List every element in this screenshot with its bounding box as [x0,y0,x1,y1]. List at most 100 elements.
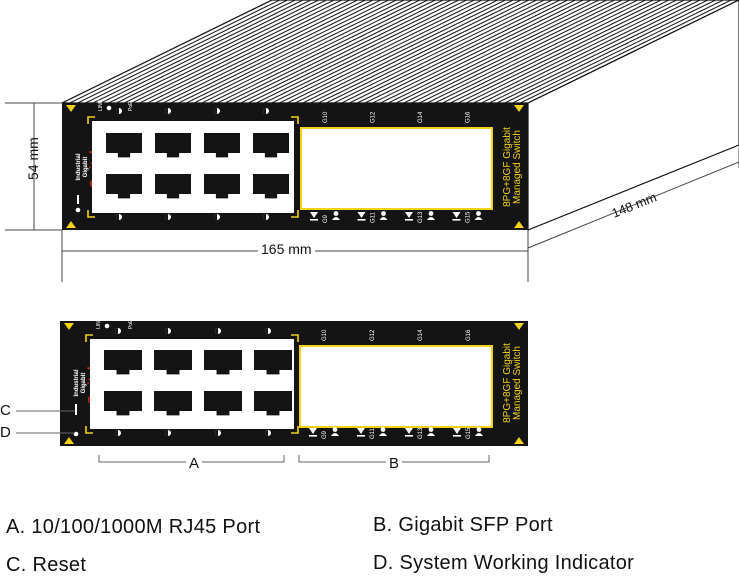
sfp-port-label: G15 [466,211,472,223]
sfp-port-block [300,127,493,210]
sfp-port-label: G12 [371,111,377,123]
sfp-port-label: G13 [418,211,424,223]
rj45-port[interactable] [104,391,142,416]
svg-text:PoE: PoE [128,101,134,111]
sfp-port-label: G11 [371,211,377,223]
port-leds-top [115,328,271,334]
corner-marker [514,221,524,228]
svg-text:LINK: LINK [98,99,104,111]
corner-marker [66,105,76,112]
link-arrow-icon [453,428,461,434]
port-leds-bottom [116,214,269,220]
sfp-labels-top: G10 G12 G14 G16 [322,329,472,341]
brand-line1: Industrial [76,153,82,180]
svg-text:PoE: PoE [128,319,134,329]
sfp-port-label: G16 [466,329,472,341]
rj45-port[interactable] [253,174,289,199]
corner-marker [66,221,76,228]
legend-item-d: D. System Working Indicator [373,552,635,574]
led-labels: LINK [98,99,104,111]
corner-marker [514,437,524,444]
sfp-status-icons [309,427,483,437]
corner-marker [64,437,74,444]
port-leds-bottom [115,430,271,436]
rj45-port[interactable] [104,350,142,375]
system-led [75,207,81,213]
system-led [73,431,79,437]
brand-line2: Gigabit [83,157,89,178]
top-surface [61,0,739,231]
sfp-port-label: G10 [322,329,328,341]
legend-item-b: B. Gigabit SFP Port [373,514,553,536]
rj45-port[interactable] [204,350,242,375]
callout-d: D [0,424,11,441]
reset-button[interactable] [77,195,79,204]
rj45-port[interactable] [154,391,192,416]
svg-text:8PG+8GF Gigabit: 8PG+8GF Gigabit [502,343,513,423]
link-arrow-icon [357,428,365,434]
person-icon [428,211,434,216]
width-label: 165 mm [258,241,315,257]
sfp-port-label: G10 [323,111,329,123]
port-leds-top [116,108,269,114]
dimension-height [5,102,62,231]
link-arrow-icon [309,428,317,434]
rj45-port[interactable] [155,133,191,158]
rj45-port[interactable] [154,350,192,375]
rj45-port[interactable] [204,174,240,199]
rj45-port[interactable] [204,391,242,416]
led-indicator [104,323,110,329]
sfp-port-label: G9 [322,430,328,439]
rj45-port[interactable] [254,350,292,375]
corner-marker [514,323,524,330]
person-icon [333,211,339,216]
svg-text:Managed Switch: Managed Switch [512,346,523,420]
sfp-port-label: G14 [418,111,424,123]
svg-text:Industrial: Industrial [74,369,80,396]
svg-text:Gigabit: Gigabit [81,373,87,394]
sfp-port-label: G12 [370,329,376,341]
rj45-port[interactable] [204,133,240,158]
callout-a: A [186,455,203,472]
person-icon [380,427,386,432]
height-label: 54 mm [25,137,41,180]
callout-c: C [0,402,11,419]
corner-bracket [85,334,93,342]
person-icon [332,427,338,432]
reset-button[interactable] [75,404,77,415]
svg-text:Managed Switch: Managed Switch [512,130,523,204]
rj45-port[interactable] [106,133,142,158]
link-arrow-icon [357,212,366,218]
person-icon [476,211,481,216]
dimension-depth [527,148,739,252]
front-panel-top: Industrial Gigabit Switch LINK PoE G10G1… [62,99,528,230]
link-arrow-icon [405,428,413,434]
svg-text:8PG+8GF Gigabit: 8PG+8GF Gigabit [502,127,513,207]
legend-item-a: A. 10/100/1000M RJ45 Port [6,516,261,538]
person-icon [428,427,434,432]
rj45-port[interactable] [106,174,142,199]
model-label: 8PG+8GF Gigabit Managed Switch [502,127,523,207]
sfp-port-label: G14 [418,329,424,341]
rj45-port[interactable] [155,174,191,199]
sfp-port-label: G13 [418,427,424,439]
person-icon [476,427,482,432]
rj45-port[interactable] [254,391,292,416]
corner-marker [64,323,74,330]
front-panel-bottom: Industrial Gigabit Switch LINK PoE G10G1… [60,317,528,446]
corner-bracket [87,116,95,124]
rj45-port[interactable] [253,133,289,158]
rj45-ports [106,133,289,199]
led-indicator [106,105,112,111]
corner-marker [514,105,524,112]
sfp-status-icons [310,211,483,221]
link-arrow-icon [310,212,318,218]
rj45-ports [104,350,292,416]
svg-text:LINK: LINK [96,317,102,329]
link-arrow-icon [452,212,461,218]
callout-b: B [386,455,403,472]
